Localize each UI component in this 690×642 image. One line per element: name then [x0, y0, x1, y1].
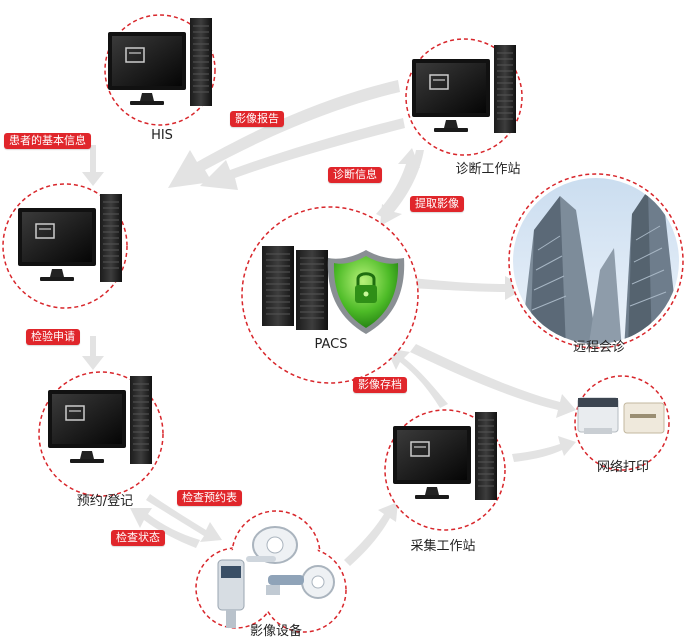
flow-label-exam-status: 检查状态: [111, 530, 165, 546]
arrow-his-to-registration: [82, 145, 104, 186]
network-print-label: 网络打印: [596, 460, 650, 475]
his-label: HIS: [151, 128, 173, 143]
flow-label-exam-schedule: 检查预约表: [177, 490, 242, 506]
acquisition-station-label: 采集工作站: [410, 539, 476, 554]
arrow-acq-to-print: [512, 436, 576, 462]
flow-arrows: [82, 80, 576, 566]
imaging-device-icons: [217, 526, 335, 628]
arrow-diagnosis-to-pacs-down: [380, 150, 424, 226]
imaging-devices-label: 影像设备: [249, 624, 303, 639]
arrow-registration-down: [82, 336, 104, 370]
arrow-diagnosis-to-his: [168, 80, 400, 188]
arrow-diagnosis-to-his-lower: [200, 118, 405, 190]
remote-consultation-label: 远程会诊: [572, 340, 626, 355]
arrow-devices-to-reg: [130, 508, 200, 548]
flow-label-diagnosis-info: 诊断信息: [328, 167, 382, 183]
arrow-pacs-to-diagnosis-up: [376, 148, 420, 218]
city-buildings-icon: [513, 178, 679, 344]
diagnosis-station-label: 诊断工作站: [455, 162, 521, 177]
flow-label-image-archive: 影像存档: [353, 377, 407, 393]
arrow-reg-to-devices: [146, 494, 222, 542]
flow-label-patient-info: 患者的基本信息: [4, 133, 91, 149]
security-shield-icon: [327, 250, 405, 334]
flow-label-fetch-image: 提取影像: [410, 196, 464, 212]
arrow-devices-to-acq: [344, 502, 398, 566]
flow-label-image-report: 影像报告: [230, 111, 284, 127]
arrow-pacs-to-print: [410, 344, 576, 418]
pacs-label: PACS: [314, 337, 348, 352]
flow-label-exam-request: 检验申请: [26, 329, 80, 345]
registration-label: 预约/登记: [76, 494, 134, 509]
arrow-pacs-to-remote: [410, 276, 526, 300]
arrow-acq-to-pacs: [386, 348, 448, 408]
printer-icon: [577, 397, 665, 434]
